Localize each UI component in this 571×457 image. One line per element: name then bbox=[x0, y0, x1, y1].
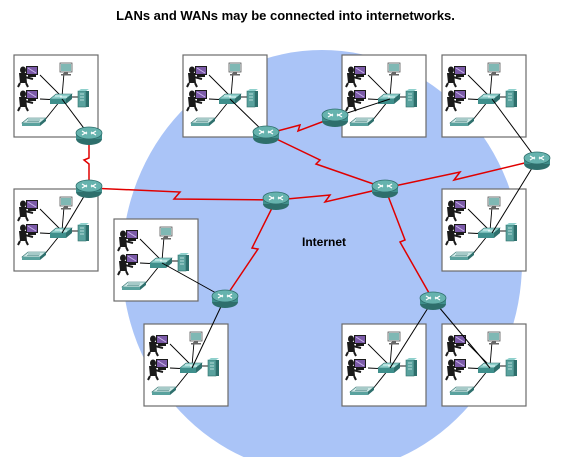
lan-box-top-right-center bbox=[342, 55, 426, 137]
router-icon bbox=[252, 125, 280, 145]
router-icon bbox=[75, 126, 103, 146]
diagram-title: LANs and WANs may be connected into inte… bbox=[116, 8, 455, 23]
lan-box-right bbox=[442, 189, 526, 271]
wan-links bbox=[82, 116, 538, 301]
lan-box-center-left bbox=[114, 219, 198, 301]
router-icon bbox=[419, 291, 447, 311]
lan-box-bottom-center bbox=[342, 324, 426, 406]
router-icon bbox=[523, 151, 551, 171]
lan-box-left bbox=[14, 189, 98, 271]
router-icon bbox=[211, 289, 239, 309]
lan-box-bottom-left bbox=[144, 324, 228, 406]
router-icon bbox=[75, 179, 103, 199]
internet-label: Internet bbox=[302, 235, 346, 249]
router-icon bbox=[262, 191, 290, 211]
lan-box-top-right bbox=[442, 55, 526, 137]
lan-box-top-left bbox=[14, 55, 98, 137]
lan-box-bottom-right bbox=[442, 324, 526, 406]
router-icon bbox=[371, 179, 399, 199]
lan-box-top-center bbox=[183, 55, 267, 137]
router-icon bbox=[321, 108, 349, 128]
